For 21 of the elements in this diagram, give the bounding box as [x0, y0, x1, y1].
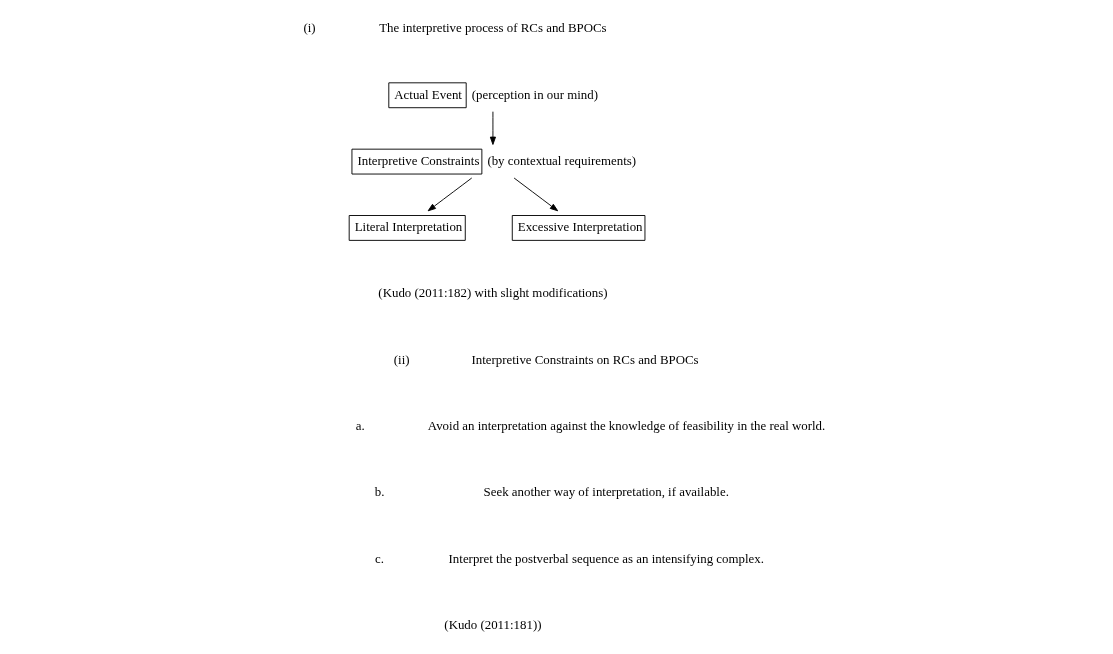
label: (i) [303, 20, 316, 35]
arrow [513, 177, 559, 212]
label: (Kudo (2011:182) with slight modifications) [378, 286, 608, 301]
node-box: Excessive Interpretation [511, 215, 646, 241]
label: Seek another way of interpretation, if available. [483, 485, 729, 500]
node-label: (perception in our mind) [471, 87, 598, 102]
node-box: Interpretive Constraints [351, 148, 483, 175]
label: Interpret the postverbal sequence as an intensifying complex. [448, 551, 764, 566]
label: (Kudo (2011:181)) [444, 617, 542, 632]
arrow [427, 177, 473, 212]
label: a. [355, 418, 365, 433]
label: Interpretive Constraints on RCs and BPOCs [471, 352, 699, 367]
arrow [489, 111, 496, 145]
label: (ii) [393, 352, 410, 367]
label: Avoid an interpretation against the knowledge of feasibility in the real world. [427, 418, 826, 433]
label: b. [374, 485, 385, 500]
node-box: Actual Event [388, 82, 467, 109]
label: The interpretive process of RCs and BPOCs [379, 20, 607, 35]
node-box: Literal Interpretation [348, 215, 466, 241]
node-label: (by contextual requirements) [487, 154, 637, 169]
label: c. [375, 551, 385, 566]
